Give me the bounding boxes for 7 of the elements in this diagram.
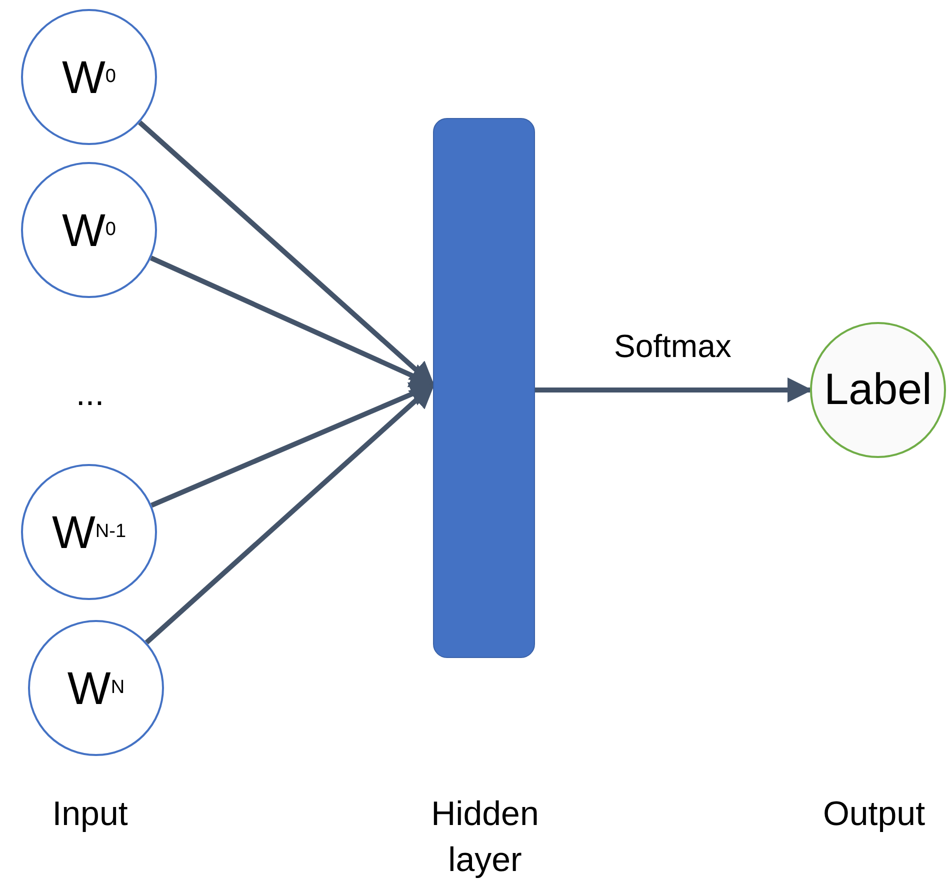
output-circle: Label [810, 322, 946, 458]
column-label: Output [822, 794, 926, 835]
column-label: Input [51, 794, 129, 835]
arrow [535, 378, 812, 402]
hidden-layer-bar [433, 118, 535, 658]
ellipsis: ... [74, 374, 106, 415]
column-label: Hidden layer [430, 794, 540, 881]
